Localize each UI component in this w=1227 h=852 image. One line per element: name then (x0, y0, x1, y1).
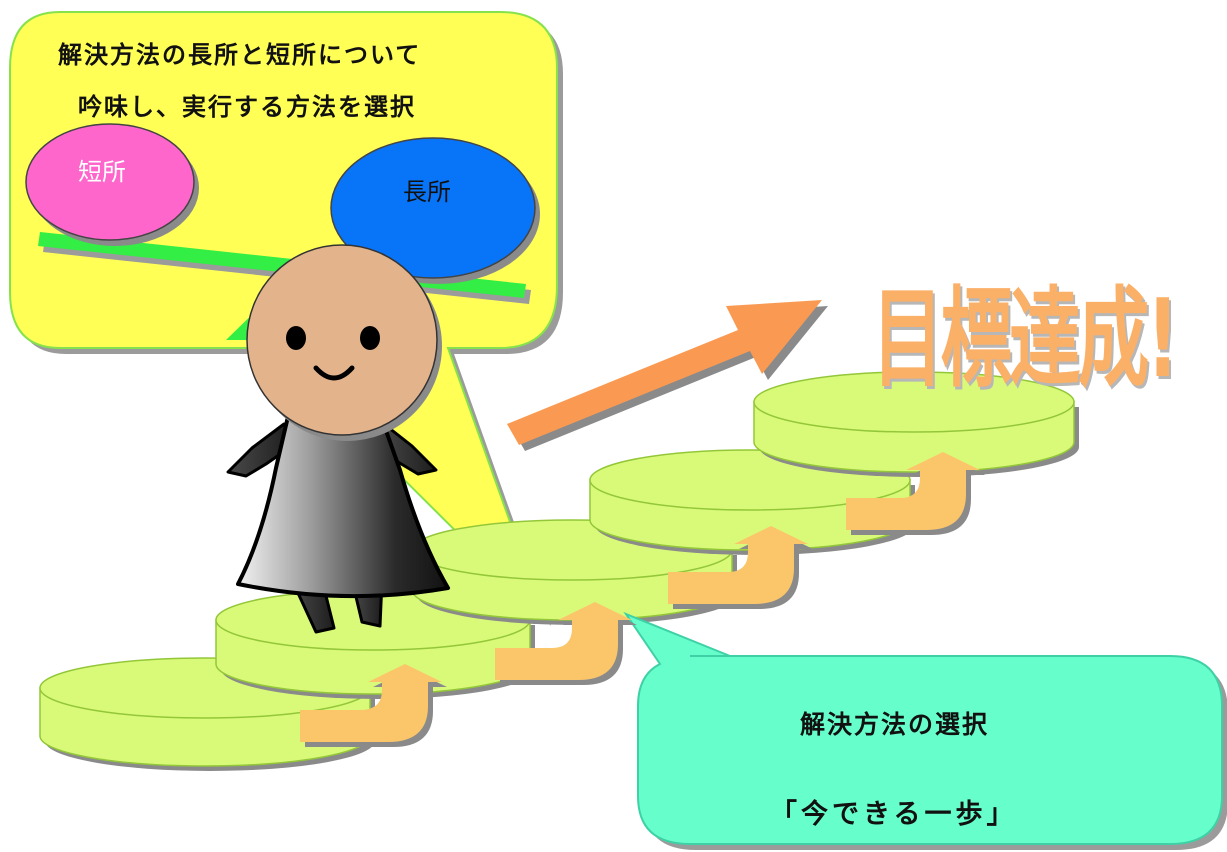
short-ball-label: 短所 (78, 158, 126, 186)
character-person-icon (226, 244, 450, 634)
goal-text: 目標達成! (872, 277, 1179, 402)
short-ball (25, 123, 199, 246)
step-disk-3 (411, 519, 737, 625)
step-arrow-4 (846, 452, 985, 535)
bottom-callout-line1: 解決方法の選択 (800, 710, 990, 739)
bottom-callout (623, 611, 1227, 850)
step-arrow-3 (668, 526, 813, 609)
top-callout-line1: 解決方法の長所と短所について (58, 41, 422, 69)
step-disk-4 (589, 449, 915, 555)
step-arrow-2 (495, 602, 637, 685)
long-ball (330, 137, 540, 284)
goal-arrow (507, 300, 828, 451)
step-arrow-1 (300, 664, 447, 747)
bottom-callout-line2: 「今できる一歩」 (770, 799, 1018, 830)
top-callout-line2: 吟味し、実行する方法を選択 (78, 93, 416, 121)
step-disk-5 (753, 371, 1079, 477)
long-ball-label: 長所 (403, 178, 451, 206)
